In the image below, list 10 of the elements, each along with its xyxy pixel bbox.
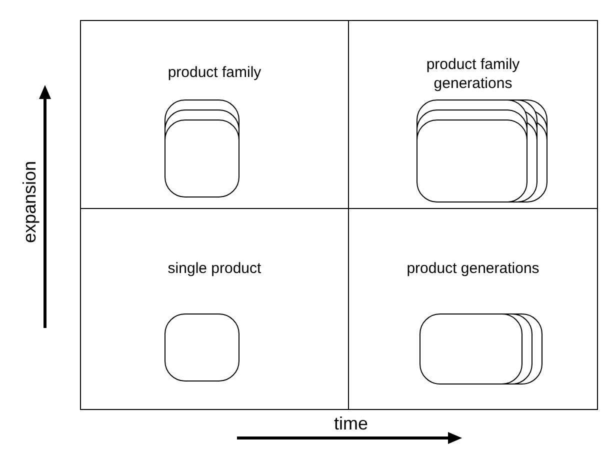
- matrix-quadrant: [80, 20, 349, 209]
- matrix-quadrant: [80, 208, 349, 410]
- quadrant-title: product family: [166, 63, 262, 82]
- axis-label: time: [334, 414, 368, 434]
- quadrant-title: single product: [166, 259, 262, 278]
- quadrant-title: product family generations: [425, 55, 521, 93]
- quadrant-title: product generations: [406, 259, 540, 278]
- matrix-quadrant: [348, 208, 598, 410]
- matrix-quadrant: [348, 20, 598, 209]
- axis-label: expansion: [20, 160, 40, 244]
